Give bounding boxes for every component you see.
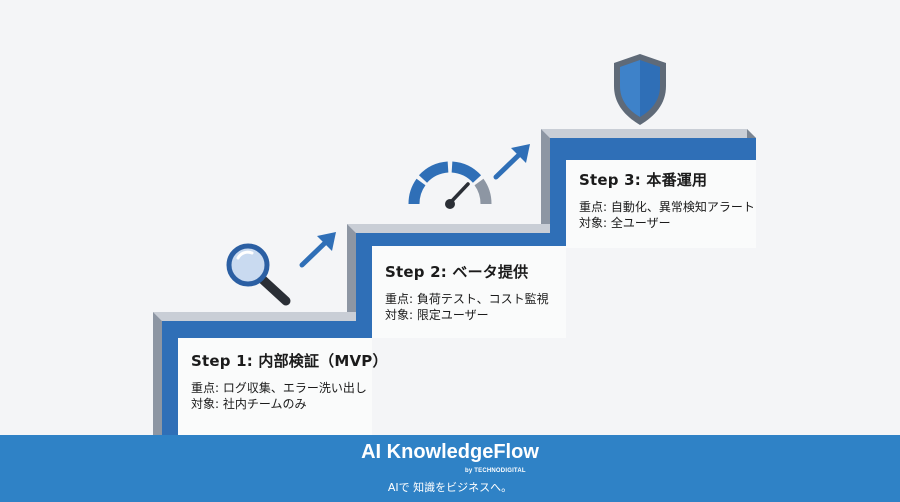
staircase-diagram bbox=[153, 54, 756, 435]
brand-byline: by TECHNODIGITAL bbox=[465, 468, 526, 474]
step-2-text: Step 2: ベータ提供 重点: 負荷テスト、コスト監視 対象: 限定ユーザー bbox=[385, 261, 549, 323]
step-1-text: Step 1: 内部検証（MVP） 重点: ログ収集、エラー洗い出し 対象: 社… bbox=[191, 350, 388, 412]
magnifier-icon bbox=[226, 243, 291, 306]
step-3-title: Step 3: 本番運用 bbox=[579, 171, 708, 189]
brand-name: AI KnowledgeFlow bbox=[361, 441, 539, 463]
step-3-text: Step 3: 本番運用 重点: 自動化、異常検知アラート 対象: 全ユーザー bbox=[579, 169, 755, 231]
step-1-focus: 重点: ログ収集、エラー洗い出し bbox=[191, 381, 367, 395]
step-1-title: Step 1: 内部検証（MVP） bbox=[191, 352, 388, 370]
step-panels bbox=[178, 160, 756, 435]
stair-treads bbox=[153, 129, 756, 321]
tagline: AIで 知識をビジネスへ。 bbox=[387, 481, 513, 494]
step-3-target: 対象: 全ユーザー bbox=[579, 216, 671, 230]
up-arrow-icon bbox=[493, 144, 530, 180]
shield-icon bbox=[614, 54, 666, 125]
up-arrow-icon bbox=[299, 232, 336, 268]
step-2-title: Step 2: ベータ提供 bbox=[385, 263, 529, 281]
step-1-target: 対象: 社内チームのみ bbox=[191, 397, 307, 411]
step-2-target: 対象: 限定ユーザー bbox=[385, 308, 489, 322]
step-2-focus: 重点: 負荷テスト、コスト監視 bbox=[385, 292, 549, 306]
speedometer-icon bbox=[408, 161, 492, 209]
footer-banner: AI KnowledgeFlow by TECHNODIGITAL AIで 知識… bbox=[0, 435, 900, 502]
step-3-focus: 重点: 自動化、異常検知アラート bbox=[579, 200, 755, 214]
